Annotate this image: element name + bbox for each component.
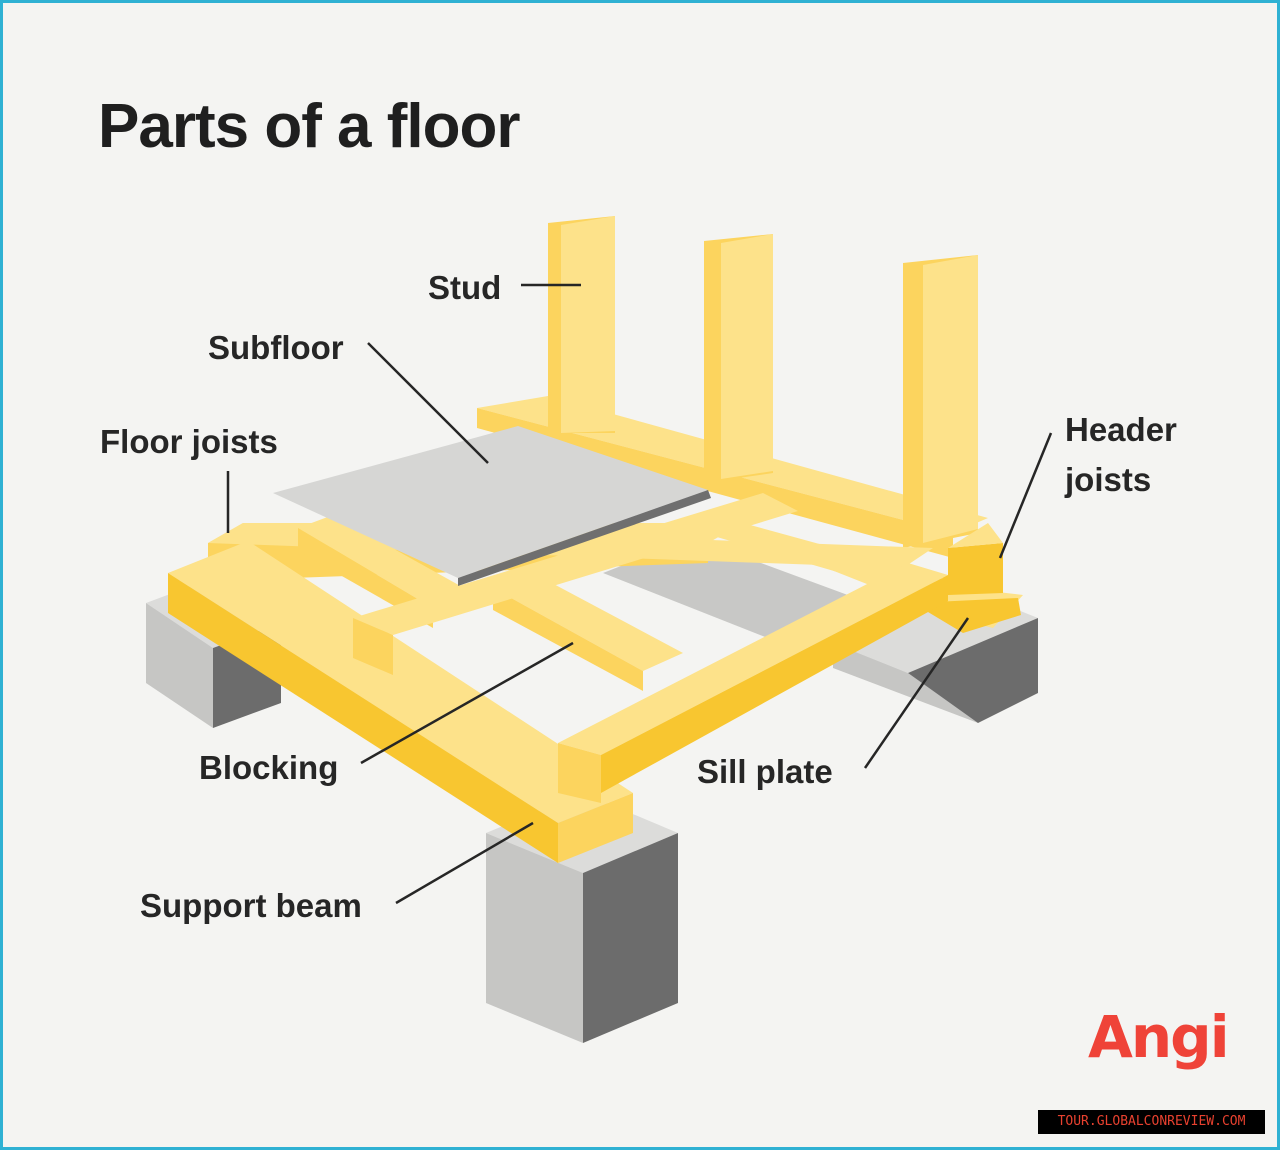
blocking-leader-line xyxy=(360,641,574,765)
label-header-joists-line2: joists xyxy=(1065,461,1152,498)
label-sill-plate: Sill plate xyxy=(697,753,833,790)
label-subfloor: Subfloor xyxy=(208,329,344,366)
stud-right xyxy=(903,255,978,548)
label-blocking: Blocking xyxy=(199,749,339,786)
inner-blocking xyxy=(703,523,943,591)
subfloor-leader-line xyxy=(367,342,489,464)
floor-joist-2 xyxy=(493,573,683,691)
label-support-beam: Support beam xyxy=(140,887,362,924)
support-beam-shape xyxy=(168,541,633,863)
sill-plate-leader-line xyxy=(863,617,970,769)
label-header-joists-line1: Header xyxy=(1065,411,1177,448)
support-beam-leader-line xyxy=(395,821,534,905)
label-stud: Stud xyxy=(428,269,502,306)
leader-lines xyxy=(226,283,1053,905)
header-joist-shape xyxy=(948,523,1003,595)
watermark-url: TOUR.GLOBALCONREVIEW.COM xyxy=(1038,1110,1265,1134)
subfloor-panel xyxy=(273,426,711,586)
floor-illustration xyxy=(146,216,1053,1043)
stud-middle xyxy=(704,234,773,483)
blocking-joist xyxy=(353,493,798,675)
angi-logo: Angi xyxy=(1088,1003,1230,1071)
header-joists-leader-line xyxy=(998,432,1053,559)
diagram-title: Parts of a floor xyxy=(98,92,521,161)
stud-left xyxy=(548,216,615,433)
label-floor-joists: Floor joists xyxy=(100,423,278,460)
floor-joist-1 xyxy=(298,515,473,628)
front-right-joist xyxy=(558,563,948,803)
